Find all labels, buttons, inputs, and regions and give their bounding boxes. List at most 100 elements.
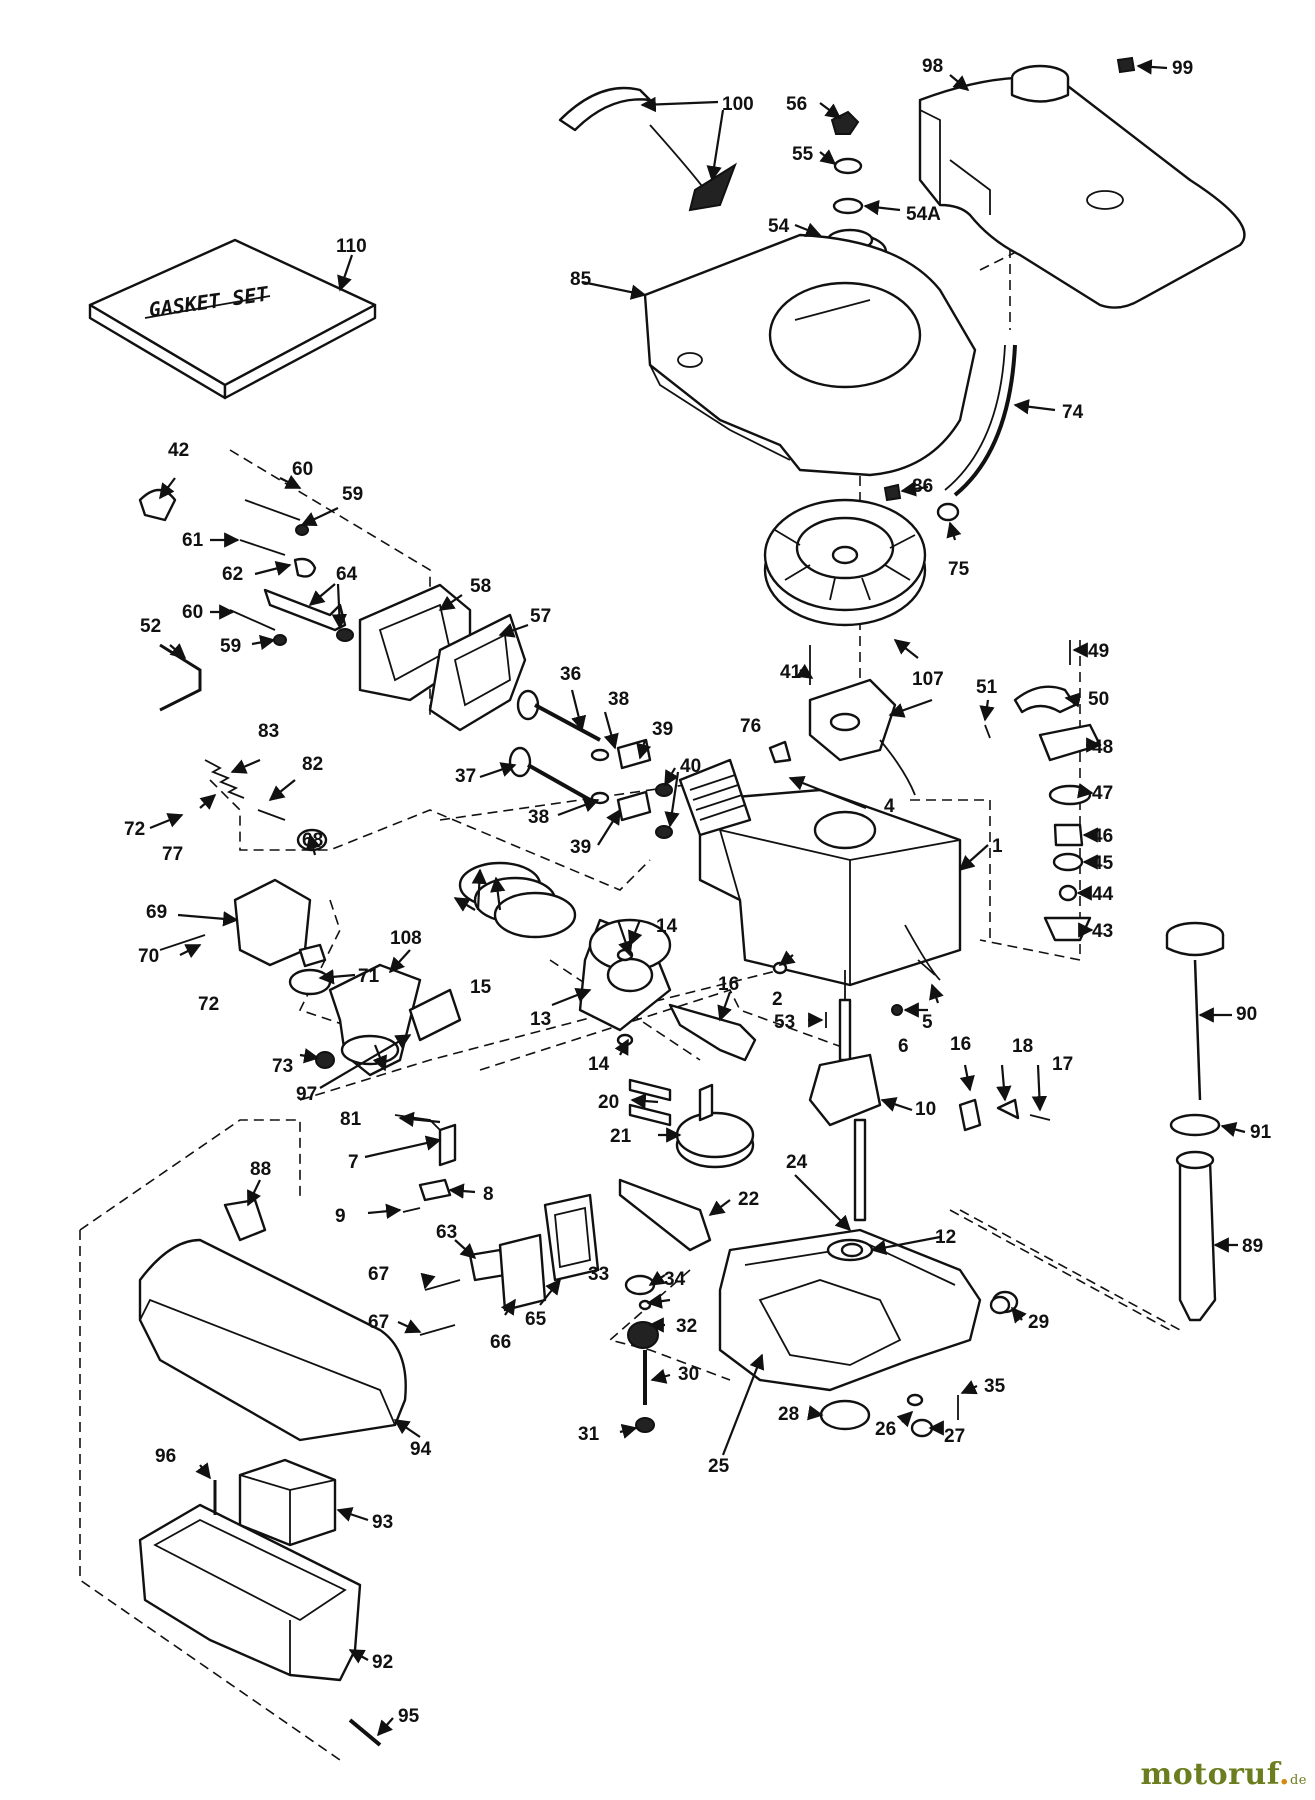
label-38b: 38 <box>528 807 549 828</box>
label-34: 34 <box>664 1269 686 1290</box>
flywheel <box>763 498 927 627</box>
label-16b: 16 <box>950 1034 971 1055</box>
fuel-tank-fitting-parts <box>984 640 1102 942</box>
label-57: 57 <box>530 606 551 627</box>
label-74: 74 <box>1062 402 1084 423</box>
intake-elbow <box>159 828 332 996</box>
label-44: 44 <box>1092 884 1114 905</box>
label-17: 17 <box>1052 1054 1073 1075</box>
label-85: 85 <box>570 269 592 290</box>
connecting-rod <box>668 1003 757 1062</box>
label-7: 7 <box>348 1152 359 1173</box>
blower-housing <box>643 233 977 477</box>
air-cleaner-base <box>138 1480 382 1747</box>
tank-screw <box>1116 56 1136 74</box>
label-25: 25 <box>708 1456 730 1477</box>
label-73: 73 <box>272 1056 293 1077</box>
label-64: 64 <box>336 564 358 585</box>
label-82: 82 <box>302 754 323 775</box>
watermark-suffix: de <box>1289 1773 1307 1788</box>
leader-lines <box>149 59 1246 1737</box>
air-filter-cover <box>138 1238 407 1442</box>
label-49: 49 <box>1088 641 1109 662</box>
label-56: 56 <box>786 94 807 115</box>
label-52: 52 <box>140 616 161 637</box>
label-53: 53 <box>774 1012 795 1033</box>
label-86: 86 <box>912 476 933 497</box>
label-10: 10 <box>915 1099 936 1120</box>
label-61: 61 <box>182 530 204 551</box>
label-67a: 67 <box>368 1264 389 1285</box>
watermark-logo: motoruf.de <box>1140 1757 1307 1792</box>
breather-assembly <box>419 1193 600 1336</box>
label-63: 63 <box>436 1222 457 1243</box>
label-14a: 14 <box>656 916 678 937</box>
label-93: 93 <box>372 1512 393 1533</box>
air-cleaner-gasket <box>223 1198 267 1242</box>
label-12: 12 <box>935 1227 956 1248</box>
label-69: 69 <box>146 902 167 923</box>
label-75: 75 <box>948 559 970 580</box>
label-47: 47 <box>1092 783 1113 804</box>
label-20: 20 <box>598 1092 619 1113</box>
label-28: 28 <box>778 1404 799 1425</box>
governor-spring <box>204 759 286 821</box>
label-31: 31 <box>578 1424 600 1445</box>
label-70: 70 <box>138 946 159 967</box>
ignition-module <box>808 678 916 796</box>
cylinder-block <box>678 758 962 987</box>
label-68: 68 <box>302 830 323 851</box>
spark-plug-and-bolts <box>229 499 354 646</box>
label-50: 50 <box>1088 689 1109 710</box>
label-15: 15 <box>470 977 492 998</box>
crankshaft <box>808 970 882 1222</box>
label-94: 94 <box>410 1439 432 1460</box>
label-58: 58 <box>470 576 491 597</box>
label-35: 35 <box>984 1376 1006 1397</box>
fuel-tank <box>918 64 1246 309</box>
label-91: 91 <box>1250 1122 1272 1143</box>
label-29: 29 <box>1028 1312 1049 1333</box>
label-27: 27 <box>944 1426 965 1447</box>
drain-plug <box>910 1418 934 1438</box>
label-13: 13 <box>530 1009 551 1030</box>
label-21: 21 <box>610 1126 632 1147</box>
spark-plug-cap <box>138 488 177 522</box>
oil-seal <box>819 1399 871 1431</box>
label-97: 97 <box>296 1084 317 1105</box>
part-number-labels: 100 56 55 54A 54 85 98 99 110 74 75 86 1… <box>124 56 1272 1727</box>
label-83: 83 <box>258 721 279 742</box>
governor-washer <box>635 1417 655 1433</box>
label-71: 71 <box>358 966 380 987</box>
label-62: 62 <box>222 564 243 585</box>
valve-parts <box>508 689 673 839</box>
fuel-line-inner <box>944 344 1006 491</box>
label-1: 1 <box>992 836 1003 857</box>
label-32: 32 <box>676 1316 697 1337</box>
label-54a: 54A <box>906 204 941 225</box>
label-2: 2 <box>772 989 783 1010</box>
label-59a: 59 <box>342 484 363 505</box>
label-46: 46 <box>1092 826 1113 847</box>
label-108: 108 <box>390 928 422 949</box>
watermark-dot: . <box>1279 1757 1290 1792</box>
label-39b: 39 <box>570 837 591 858</box>
label-4: 4 <box>884 796 895 817</box>
label-60b: 60 <box>182 602 203 623</box>
gasket-set-box: GASKET SET <box>88 238 377 400</box>
label-77: 77 <box>162 844 183 865</box>
label-100: 100 <box>722 94 754 115</box>
label-42: 42 <box>168 440 189 461</box>
label-65: 65 <box>525 1309 547 1330</box>
breather-arm <box>618 1178 712 1252</box>
governor-gear <box>624 1274 659 1349</box>
label-107: 107 <box>912 669 944 690</box>
label-99: 99 <box>1172 58 1193 79</box>
label-96: 96 <box>155 1446 176 1467</box>
label-90: 90 <box>1236 1004 1257 1025</box>
label-30: 30 <box>678 1364 699 1385</box>
label-24: 24 <box>786 1152 808 1173</box>
label-66: 66 <box>490 1332 511 1353</box>
label-37: 37 <box>455 766 476 787</box>
